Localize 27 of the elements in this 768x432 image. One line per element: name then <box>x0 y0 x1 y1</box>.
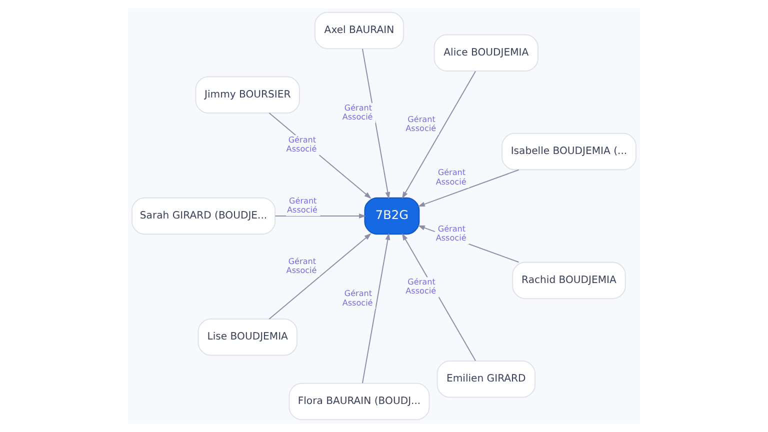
arrow <box>362 232 390 384</box>
arrow <box>402 233 476 362</box>
edge-label: Gérant Associé <box>436 168 466 186</box>
arrow <box>362 48 390 200</box>
arrow <box>268 233 372 320</box>
edge-label: Gérant Associé <box>286 136 317 154</box>
arrow <box>418 169 519 207</box>
edge-label: Gérant Associé <box>406 114 436 134</box>
edge-label: Gérant Associé <box>406 278 436 296</box>
arrow <box>268 112 372 199</box>
edge-label: Gérant Associé <box>436 224 466 242</box>
node-box: 7B2G <box>364 197 420 235</box>
node-box: Alice BOUDJEMIA <box>434 34 539 72</box>
node-box: Emilien GIRARD <box>436 360 536 398</box>
edge-label: Gérant Associé <box>342 289 373 308</box>
node-box: Jimmy BOURSIER <box>195 76 300 114</box>
node-box: Rachid BOUDJEMIA <box>512 262 626 300</box>
node-box: Isabelle BOUDJEMIA (... <box>502 132 636 170</box>
edge-label: Gérant Associé <box>287 196 318 214</box>
edge-label: Gérant Associé <box>342 103 373 122</box>
arrow <box>402 70 476 199</box>
node-box: Axel BAURAIN <box>314 12 404 50</box>
node-box: Lise BOUDJEMIA <box>198 318 298 356</box>
node-box: Sarah GIRARD (BOUDJE... <box>132 197 276 235</box>
edge-label: Gérant Associé <box>286 257 317 276</box>
arrow <box>275 214 366 218</box>
node-box: Flora BAURAIN (BOUDJ... <box>288 382 430 420</box>
